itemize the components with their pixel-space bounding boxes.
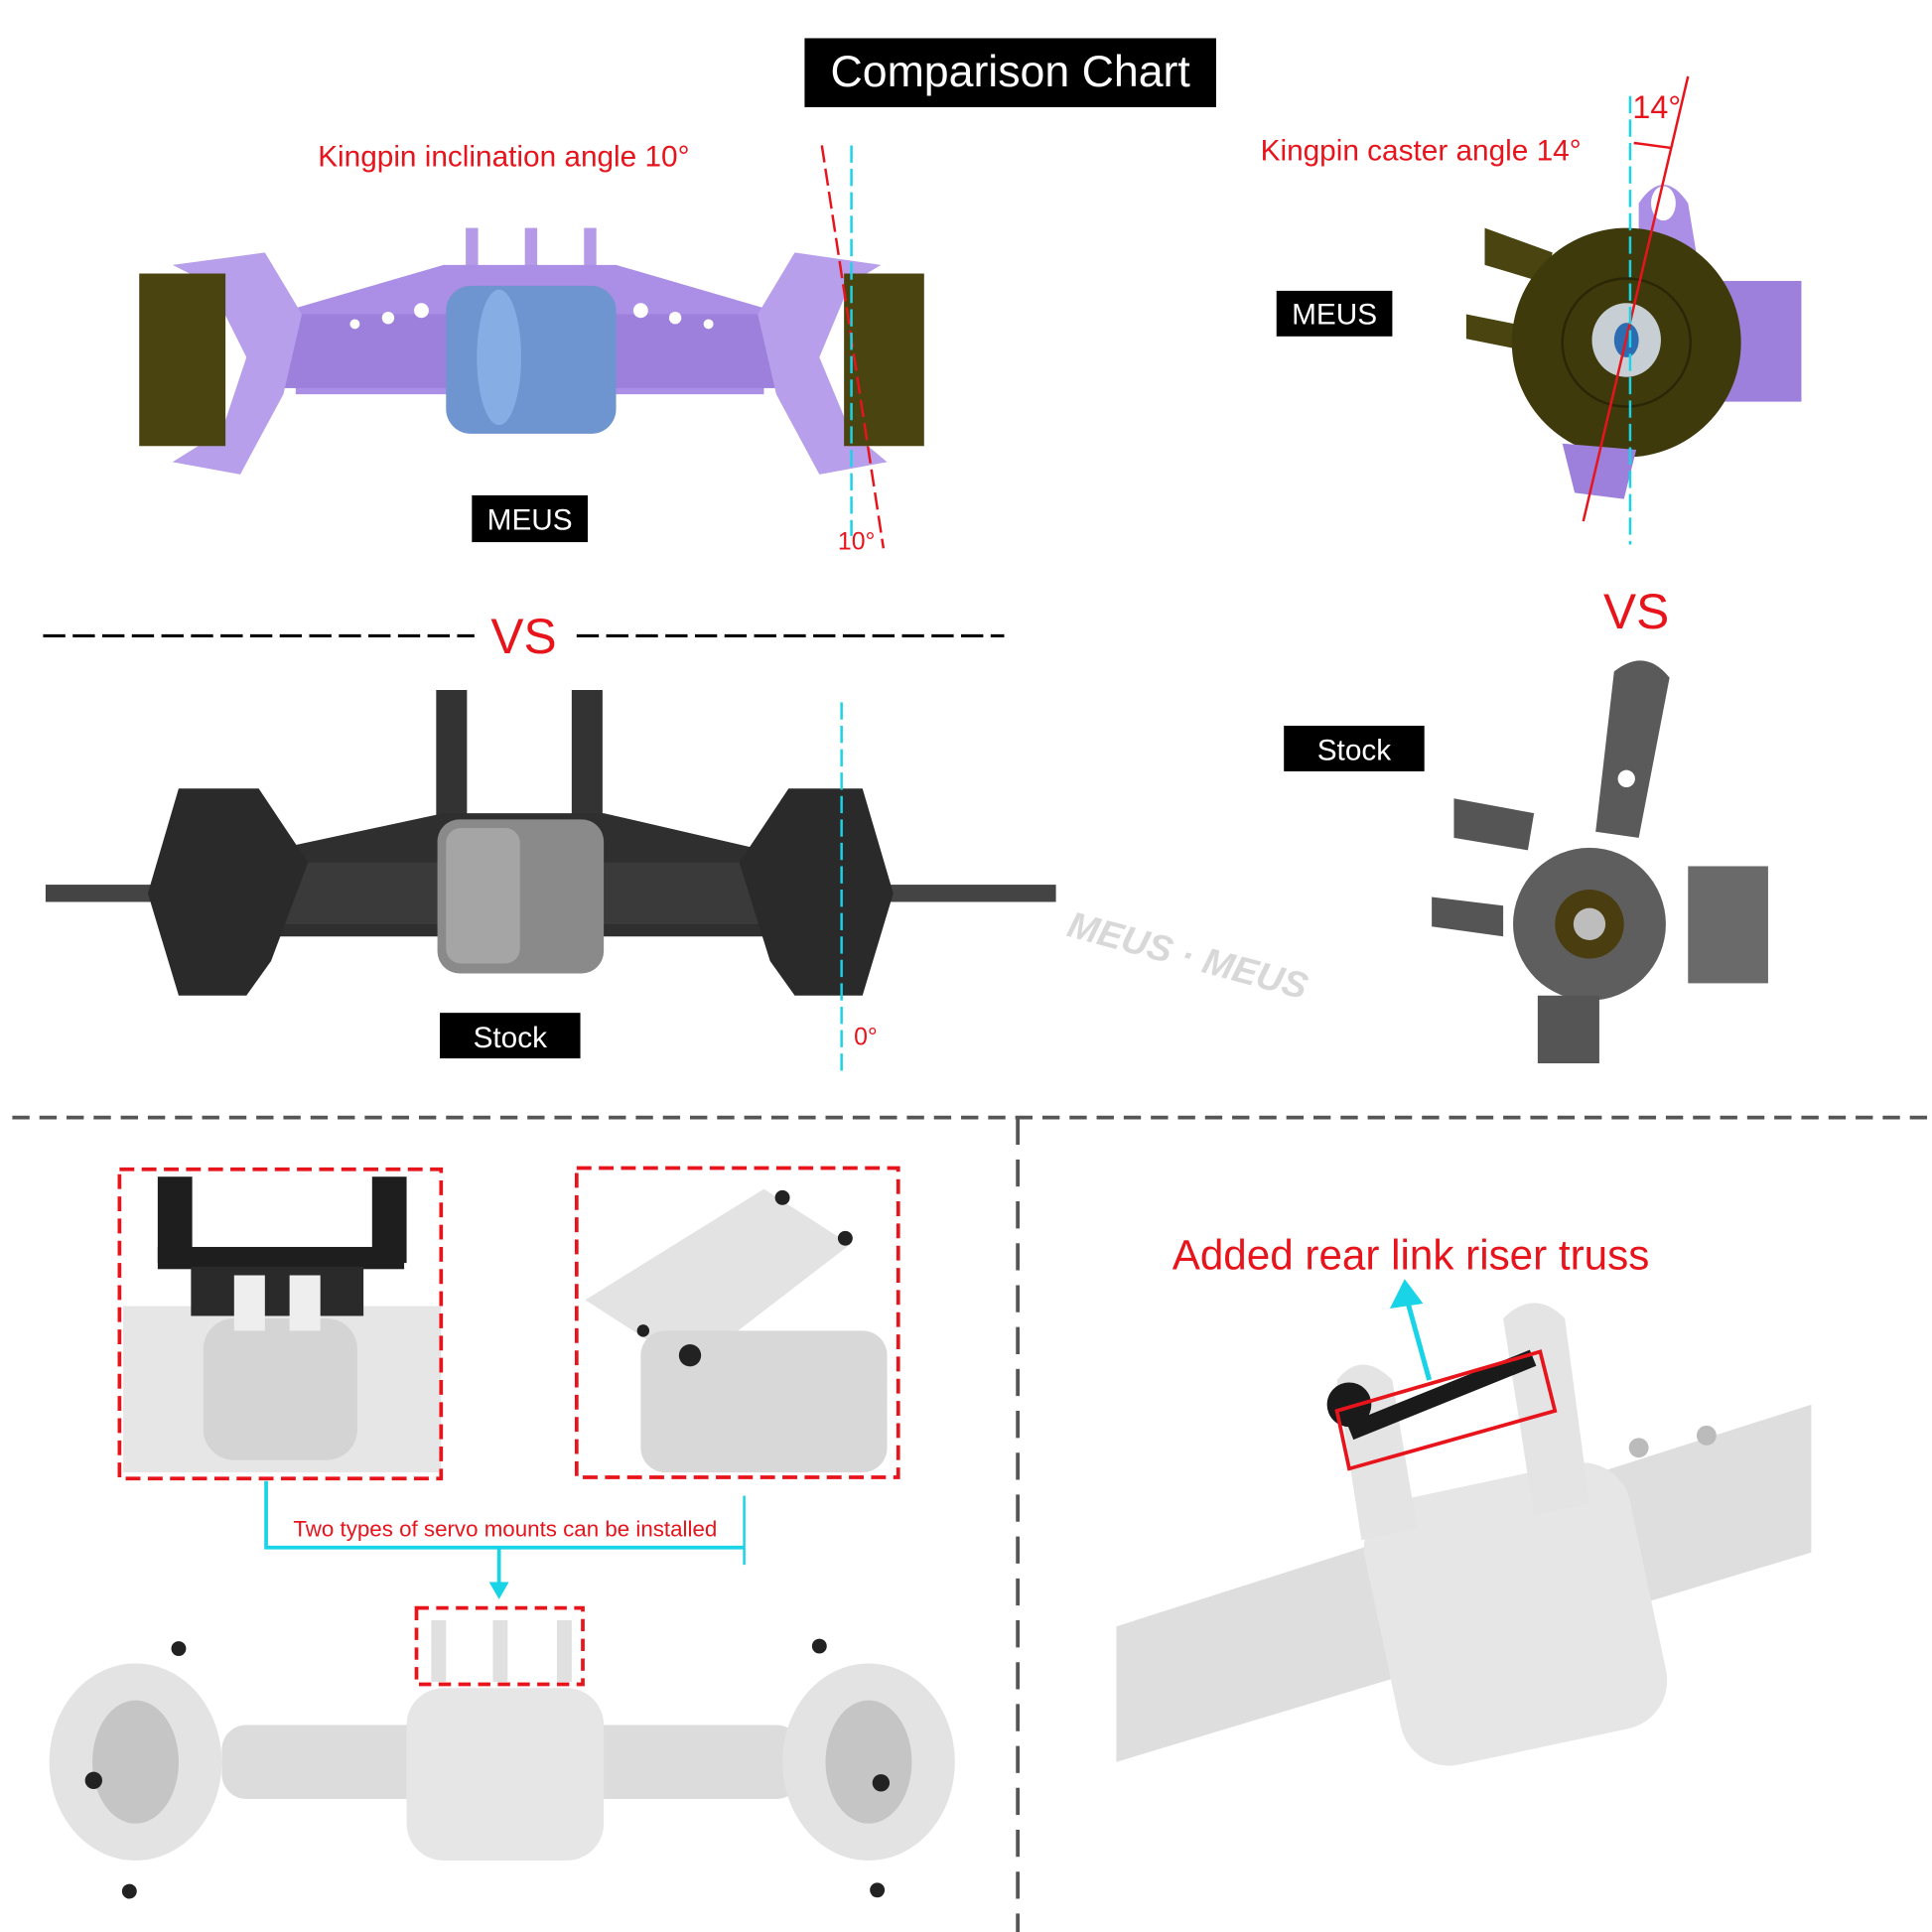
svg-text:MEUS: MEUS xyxy=(1292,298,1377,331)
vs-label-left: VS xyxy=(490,609,556,664)
truss-pointer-arrow xyxy=(1404,1299,1433,1381)
caster-axis-line xyxy=(1582,75,1690,522)
caption-bracket xyxy=(264,1480,745,1550)
truss-caption: Added rear link riser truss xyxy=(1173,1231,1650,1278)
arrow-head-icon xyxy=(1389,1279,1424,1310)
servo-mount-option-2 xyxy=(574,1166,900,1479)
meus-knuckle-side-view xyxy=(1465,185,1802,499)
caster-angle-value: 14° xyxy=(1632,89,1681,125)
watermark: MEUS · MEUS xyxy=(1063,903,1312,1008)
servo-mount-caption: Two types of servo mounts can be install… xyxy=(293,1517,717,1542)
svg-text:Stock: Stock xyxy=(1317,735,1392,767)
stock-badge-right: Stock xyxy=(1284,725,1425,771)
title-banner: Comparison Chart xyxy=(804,38,1216,107)
arrow-head-icon xyxy=(488,1582,509,1599)
title: Comparison Chart xyxy=(830,48,1190,96)
stock-knuckle-side-view xyxy=(1432,660,1768,1064)
stock-badge-left: Stock xyxy=(440,1013,581,1059)
svg-text:Stock: Stock xyxy=(474,1022,548,1054)
stock-angle-value: 0° xyxy=(854,1024,878,1050)
truss-highlight-box xyxy=(1334,1349,1558,1471)
kingpin-inclination-label: Kingpin inclination angle 10° xyxy=(318,141,689,174)
svg-text:MEUS: MEUS xyxy=(487,504,573,537)
stock-axle-front-view xyxy=(45,690,1056,996)
inclination-angle-value: 10° xyxy=(838,529,876,556)
meus-badge-left: MEUS xyxy=(472,494,588,543)
kingpin-caster-label: Kingpin caster angle 14° xyxy=(1261,134,1582,167)
meus-axle-front-view xyxy=(139,227,924,475)
caster-angle-arrow xyxy=(1633,141,1672,150)
silver-axle-full-view xyxy=(49,1605,955,1899)
meus-badge-right: MEUS xyxy=(1276,290,1393,337)
vs-label-right: VS xyxy=(1603,584,1669,639)
servo-mount-option-1 xyxy=(117,1167,444,1481)
